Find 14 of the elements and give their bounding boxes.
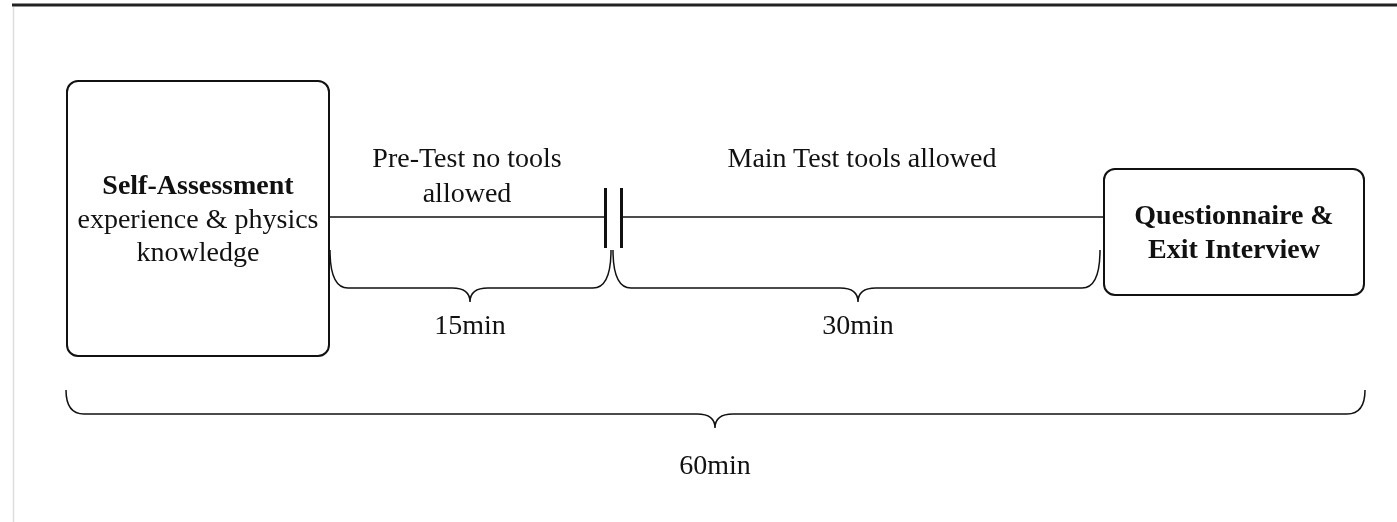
- duration-label: 15min: [433, 308, 507, 342]
- stage-box: [66, 80, 330, 357]
- stage-title: Self-Assessment: [102, 168, 294, 202]
- duration-label: 60min: [678, 448, 752, 482]
- stage-box: [1103, 168, 1365, 296]
- phase-label: Pre-Test no tools allowed: [371, 141, 563, 210]
- timeline-line: [621, 216, 1104, 218]
- pause-bar: [620, 188, 623, 248]
- pause-bar: [604, 188, 607, 248]
- stage-description: experience & physics knowledge: [76, 201, 320, 269]
- duration-label: 30min: [821, 308, 895, 342]
- stage-title: Questionnaire & Exit Interview: [1133, 198, 1335, 266]
- phase-label: Main Test tools allowed: [726, 141, 998, 175]
- timeline-line: [329, 216, 605, 218]
